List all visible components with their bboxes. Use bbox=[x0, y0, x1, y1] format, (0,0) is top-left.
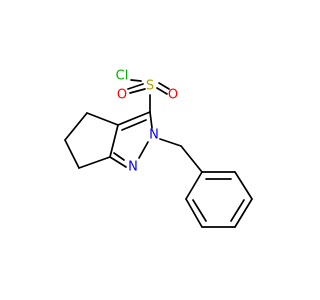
bond-s-o-left-b bbox=[129, 88, 146, 94]
bond-ch2-ipso bbox=[180, 145, 203, 173]
bond-c5-c6 bbox=[64, 139, 80, 169]
atom-nitrogen-ring: N bbox=[149, 128, 159, 143]
bond-n2-n1 bbox=[138, 141, 149, 159]
bond-c3a-c4 bbox=[86, 112, 119, 126]
bond-layer bbox=[64, 79, 253, 228]
bond-s-o-right-a bbox=[158, 82, 170, 90]
atom-oxygen-left: O bbox=[117, 88, 127, 103]
bond-c3-c3a bbox=[117, 111, 151, 126]
bond-ph-inner-b bbox=[230, 199, 245, 222]
bond-c3-n2 bbox=[149, 111, 153, 129]
bond-n2-ch2 bbox=[159, 138, 182, 147]
atom-label-layer: Cl S O O N N bbox=[116, 69, 178, 175]
bond-ph-2 bbox=[234, 171, 253, 200]
bond-c6a-c3a bbox=[109, 124, 119, 158]
bond-s-o-right-b bbox=[156, 87, 168, 95]
structure-diagram: Cl S O O N N bbox=[64, 69, 253, 228]
bond-ph-3 bbox=[234, 198, 253, 228]
atom-nitrogen-imine: N bbox=[128, 160, 138, 175]
bond-n1-c6a-inner bbox=[113, 152, 125, 161]
bond-s-o-left-a bbox=[127, 83, 144, 90]
atom-oxygen-right: O bbox=[168, 88, 178, 103]
bond-ph-6 bbox=[185, 171, 203, 200]
bond-c3-c3a-inner bbox=[121, 119, 147, 131]
bond-c4-c5 bbox=[64, 112, 88, 141]
bond-ph-inner-c bbox=[192, 199, 207, 222]
atom-chlorine: Cl bbox=[116, 69, 129, 84]
bond-ph-5 bbox=[185, 198, 203, 228]
bond-c6-c6a bbox=[78, 156, 111, 169]
bond-cl-s bbox=[130, 79, 142, 82]
atom-sulfur: S bbox=[146, 79, 154, 94]
bond-n1-c6a bbox=[109, 156, 127, 168]
